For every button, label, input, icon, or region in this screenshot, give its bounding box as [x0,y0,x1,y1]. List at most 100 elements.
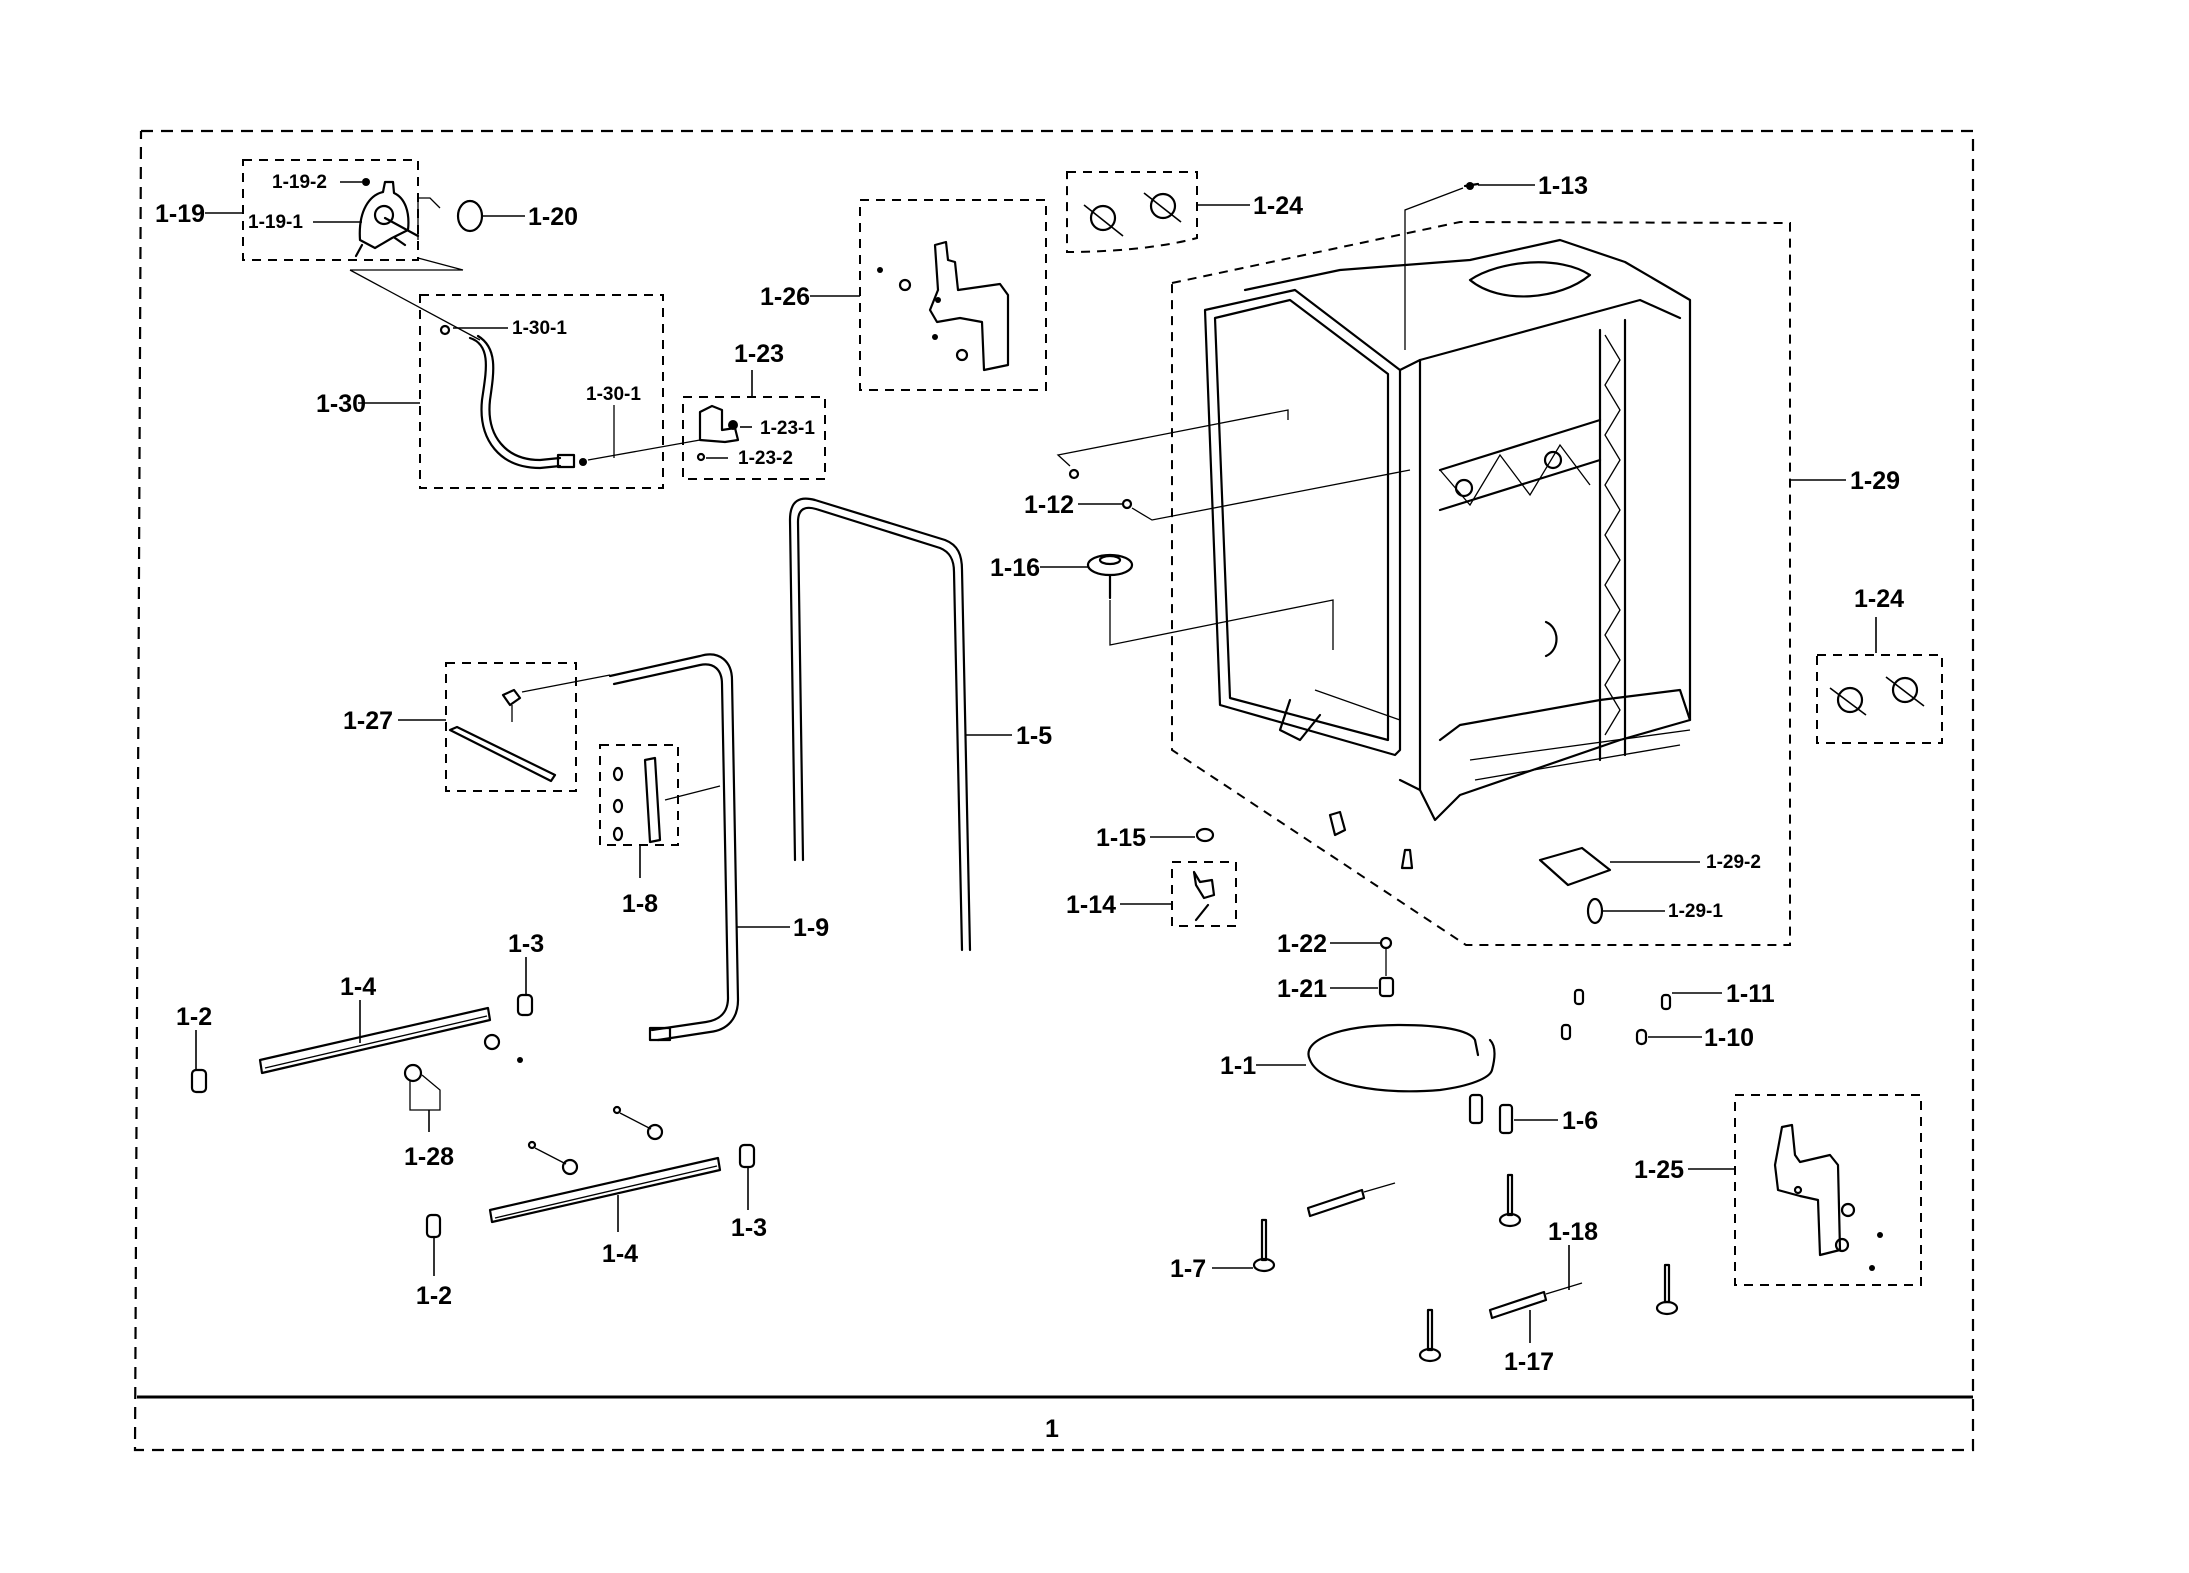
o-ring-1-20-icon [456,199,484,233]
part-group-screws: 1-7 1-18 1-17 [1170,1173,1679,1376]
bracket-1-14-icon [1192,870,1216,922]
callout-1-22: 1-22 [1277,930,1327,958]
part-group-1-8: 1-8 [599,744,721,918]
gasket-1-19-2-icon [362,178,370,186]
group-box-1-14 [1171,861,1237,927]
part-group-1-24-right: 1-24 [1816,585,1943,744]
callout-1-15: 1-15 [1096,824,1146,852]
callout-1-19-1: 1-19-1 [248,212,303,233]
group-box-1-30 [419,294,664,489]
dishwasher-tub-icon [1203,238,1692,870]
callout-1-12: 1-12 [1024,491,1074,519]
group-box-1-23 [682,396,826,480]
part-group-1-14: 1-15 1-14 [1066,824,1237,927]
part-group-1-12: 1-12 [1024,409,1411,521]
connector-1-6a-icon [1468,1093,1484,1125]
callout-1-3-lower: 1-3 [731,1214,767,1242]
part-group-1-29: 1-29 1-29-2 1-29-1 [1171,220,1900,946]
group-box-1-24-top [1066,171,1198,254]
callout-1-14: 1-14 [1066,891,1116,919]
part-group-1-27: 1-27 [343,662,611,792]
group-box-1-29 [1171,220,1791,946]
assembly-label: 1 [1045,1415,1059,1443]
leveling-foot-icon [1089,204,1117,232]
cap-1-11-icon [1660,993,1672,1011]
callout-1-30-1-lower: 1-30-1 [586,384,641,405]
callout-1-24-right: 1-24 [1854,585,1904,613]
group-box-1-26 [859,199,1047,391]
connector-1-6-icon [1498,1103,1514,1135]
callout-1-16: 1-16 [990,554,1040,582]
hinge-bracket-icon [928,240,1010,372]
callout-1-23: 1-23 [734,340,784,368]
callout-1-4-lower: 1-4 [602,1240,638,1268]
outer-dashed-border [133,129,1975,1452]
assembly-frame: 1 [133,129,1975,1452]
callout-1-24-top: 1-24 [1253,192,1303,220]
supply-pipe-icon [608,653,740,1042]
callout-1-26: 1-26 [760,283,810,311]
callout-1-1: 1-1 [1220,1052,1256,1080]
group-box-1-27 [445,662,577,792]
callout-1-23-2: 1-23-2 [738,448,793,469]
part-group-rails-lower: 1-4 1-3 1-2 [416,1105,767,1310]
callout-1-7: 1-7 [1170,1255,1206,1283]
callout-1-30: 1-30 [316,390,366,418]
callout-1-29-1: 1-29-1 [1668,901,1723,922]
callout-1-28: 1-28 [404,1143,454,1171]
rail-1-4-upper-icon [258,1006,492,1075]
end-cap-1-2-lower-icon [425,1213,442,1239]
cap-1-10-icon [1635,1028,1648,1046]
part-group-1-24-top: 1-24 [1066,171,1303,254]
anchor-screw-icon [1306,1188,1366,1218]
roller-1-28-icon [403,1063,423,1083]
part-group-1-25: 1-25 [1634,1094,1922,1286]
part-group-1-13: 1-13 [1404,172,1588,350]
hose-icon [468,336,562,470]
callout-1-17: 1-17 [1504,1348,1554,1376]
holder-1-21-icon [1378,976,1395,998]
part-group-1-19: 1-19 1-19-1 1-19-2 1-20 [155,159,578,271]
connector-icon [501,688,522,707]
part-group-1-16: 1-16 [990,553,1334,650]
callout-1-23-1: 1-23-1 [760,418,815,439]
hinge-bracket-1-25-icon [1773,1123,1842,1257]
callout-1-20: 1-20 [528,203,578,231]
holder-icon [643,756,662,844]
stopper-1-3-upper-icon [516,993,534,1017]
part-group-1-9: 1-9 [608,653,829,1042]
callout-1-13: 1-13 [1538,172,1588,200]
callout-1-8: 1-8 [622,890,658,918]
part-group-1-21-22: 1-22 1-21 [1277,930,1395,1003]
callout-1-30-1-upper: 1-30-1 [512,318,567,339]
callout-1-25: 1-25 [1634,1156,1684,1184]
group-box-1-8 [599,744,679,846]
part-group-1-5: 1-5 [788,497,1052,952]
cap-1-29-1-icon [1586,897,1604,925]
part-group-1-23: 1-23 1-23-1 1-23-2 [682,340,826,480]
insulation-pad-icon [1538,846,1612,887]
callout-1-19: 1-19 [155,200,205,228]
callout-1-27: 1-27 [343,707,393,735]
part-group-1-10-11: 1-11 1-10 [1560,980,1775,1052]
heater-ring-icon [1307,1023,1496,1093]
group-box-1-25 [1734,1094,1922,1286]
part-group-rails-upper: 1-4 1-2 1-3 1-28 [176,930,544,1171]
clip-1-15-icon [1195,827,1215,843]
callout-1-2-lower: 1-2 [416,1282,452,1310]
callout-1-11: 1-11 [1726,980,1775,1008]
callout-1-21: 1-21 [1277,975,1327,1003]
anchor-screw-1-17-icon [1488,1290,1548,1320]
callout-1-9: 1-9 [793,914,829,942]
callout-1-2-upper: 1-2 [176,1003,212,1031]
callout-1-10: 1-10 [1704,1024,1754,1052]
rail-1-4-lower-icon [488,1156,722,1224]
callout-1-3-upper: 1-3 [508,930,544,958]
callout-1-4-upper: 1-4 [340,973,376,1001]
part-group-1-30: 1-30 1-30-1 1-30-1 [316,269,701,489]
cap-icon [1573,988,1585,1006]
callout-1-19-2: 1-19-2 [272,172,327,193]
clip-1-22-icon [1379,936,1393,950]
callout-1-6: 1-6 [1562,1107,1598,1135]
